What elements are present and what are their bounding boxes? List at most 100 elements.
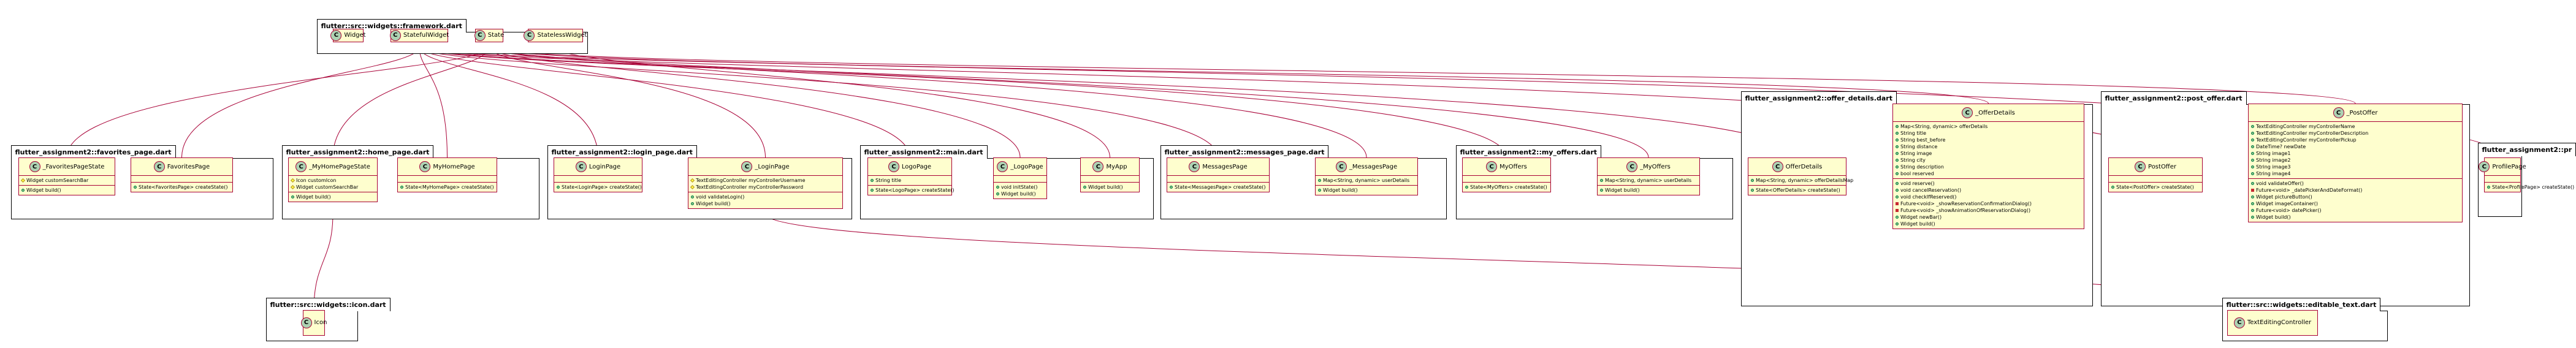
class-field: TextEditingController myControllerPasswo… xyxy=(690,184,840,191)
class-name: FavoritesPage xyxy=(167,163,210,170)
class-methods: State<OfferDetails> createState() xyxy=(1748,185,1846,195)
class-name: _LogoPage xyxy=(1010,163,1043,170)
protected-icon xyxy=(690,178,695,183)
class-method: Widget build() xyxy=(691,200,840,207)
class-name: ProfilePage xyxy=(2492,163,2526,170)
protected-icon xyxy=(690,184,695,190)
class-name: Widget xyxy=(344,32,366,39)
member-text: void initState() xyxy=(1001,184,1038,190)
class-header: C_PostOffer xyxy=(2249,104,2462,121)
class-method: Widget build() xyxy=(291,194,375,200)
protected-icon xyxy=(290,178,295,183)
member-text: String description xyxy=(1900,164,1944,170)
public-icon xyxy=(691,195,694,199)
public-icon xyxy=(1896,138,1899,142)
package-title: flutter_assignment2::messages_page.dart xyxy=(1160,145,1329,159)
member-text: Widget customSearchBar xyxy=(296,184,359,190)
edge-line xyxy=(489,47,2356,104)
edge-line xyxy=(419,47,448,158)
class-name: _MessagesPage xyxy=(1349,163,1398,170)
class-name: PostOffer xyxy=(2148,163,2176,170)
public-icon xyxy=(1896,172,1899,175)
member-text: TextEditingController myControllerPickup xyxy=(2256,137,2357,143)
member-text: Icon customIcon xyxy=(296,178,337,183)
public-icon xyxy=(2251,216,2254,219)
class-fields xyxy=(1463,175,1550,182)
class-method: State<ProfilePage> createState() xyxy=(2487,184,2574,191)
package-title: flutter::src::widgets::editable_text.dar… xyxy=(2222,298,2381,311)
class-icon: C xyxy=(524,29,535,41)
public-icon xyxy=(871,189,874,192)
class-header: C_OfferDetails xyxy=(1893,104,2084,121)
inheritance-edge xyxy=(416,42,448,158)
protected-icon xyxy=(290,184,295,190)
public-icon xyxy=(134,186,137,189)
edge-line xyxy=(489,47,1021,158)
class-methods: Widget build() xyxy=(1081,182,1139,192)
inheritance-edge xyxy=(486,42,1649,158)
class-method: void validateLogin() xyxy=(691,194,840,200)
member-text: void validateLogin() xyxy=(696,194,745,200)
edge-line xyxy=(419,47,1219,158)
class-method: Widget build() xyxy=(1318,187,1415,194)
class-icon: C xyxy=(295,161,307,172)
member-text: Future<void> _showAnimationOfReservation… xyxy=(1900,208,2031,213)
class-name: _MyOffers xyxy=(1640,163,1671,170)
member-text: Widget build() xyxy=(1900,221,1935,227)
class-icon: C xyxy=(2333,107,2344,118)
member-text: String image1 xyxy=(2256,151,2291,156)
public-icon xyxy=(2251,202,2254,205)
public-icon xyxy=(1896,132,1899,135)
class-name: OfferDetails xyxy=(1785,163,1823,170)
member-text: DateTime? newDate xyxy=(2256,144,2306,149)
class-icon: C xyxy=(888,161,899,172)
package-title: flutter_assignment2::my_offers.dart xyxy=(1455,145,1602,159)
class-name: MyOffers xyxy=(1499,163,1527,170)
protected-icon xyxy=(20,178,26,183)
public-icon xyxy=(996,186,999,189)
class-fields xyxy=(2485,175,2520,182)
class-field: String image3 xyxy=(2251,164,2460,170)
package-title: flutter::src::widgets::icon.dart xyxy=(265,298,391,311)
member-text: Widget build() xyxy=(696,201,731,206)
member-text: Map<String, dynamic> userDetails xyxy=(1323,178,1410,183)
class-method: Future<void> _datePickerAndDateFormat() xyxy=(2251,187,2460,194)
class-icon: C xyxy=(29,161,40,172)
class-icon: C xyxy=(1335,161,1347,172)
edge-line xyxy=(419,47,1507,158)
class-method: Future<void> datePicker() xyxy=(2251,207,2460,214)
public-icon xyxy=(1751,189,1754,192)
member-text: Widget customSearchBar xyxy=(26,178,89,183)
public-icon xyxy=(2251,132,2254,135)
class-field: bool reserved xyxy=(1896,170,2081,177)
class-field: Widget customSearchBar xyxy=(290,184,375,191)
class-method: Widget build() xyxy=(1896,221,2081,227)
class-icon: C xyxy=(997,161,1008,172)
edge-line xyxy=(181,47,420,158)
member-text: State<LoginPage> createState() xyxy=(562,184,642,190)
class-method: State<LoginPage> createState() xyxy=(557,184,642,191)
class-method: Widget pictureButton() xyxy=(2251,194,2460,200)
inheritance-edge xyxy=(486,42,2356,104)
public-icon xyxy=(1896,145,1899,148)
class-name: _LoginPage xyxy=(755,163,790,170)
class-header: C_FavoritesPageState xyxy=(19,158,115,175)
member-text: Future<void> _datePickerAndDateFormat() xyxy=(2256,187,2363,193)
member-text: String image xyxy=(1900,151,1932,156)
member-text: TextEditingController myControllerName xyxy=(2256,124,2355,129)
edge-line xyxy=(419,47,910,158)
public-icon xyxy=(2251,145,2254,148)
